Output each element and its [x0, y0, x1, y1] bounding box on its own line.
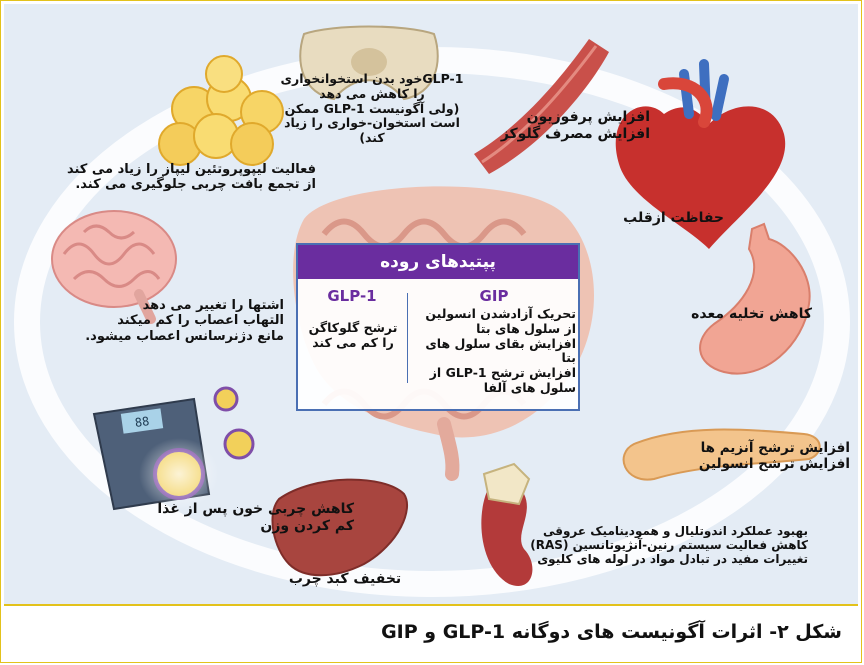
gip-effects: تحریک آزادشدن انسولیناز سلول های بتاافزا…: [410, 307, 576, 396]
bone-label: GLP-1خود بدن استخوانخواریرا کاهش می دهد(…: [266, 72, 478, 146]
stomach-label: کاهش تخلیه معده: [672, 306, 812, 323]
gut-peptides-box: پپتیدهای روده GLP-1 GIP ترشح گلوکاگنرا ک…: [296, 243, 580, 411]
figure-panel: 88 GLP-1خود بدن استخوانخواریرا کاهش می د…: [4, 4, 858, 606]
gut-peptides-title: پپتیدهای روده: [298, 245, 578, 279]
fat-label: فعالیت لیپوپروتئین لیپاز را زیاد می کندا…: [62, 162, 316, 193]
pancreas-label: افزایش ترشح آنزیم هاافزایش ترشح انسولین: [676, 441, 850, 473]
kidney-label: بهبود عملکرد اندوتلیال و همودینامیک عروق…: [502, 524, 808, 566]
glp1-heading: GLP-1: [298, 287, 406, 305]
liver-label: تخفیف کبد چرب: [278, 571, 412, 588]
brain-label: اشتها را تغییر می دهدالتهاب اعصاب را کم …: [24, 298, 284, 344]
heart-label: حفاظت ازقلب: [604, 210, 724, 227]
muscle-label: افزایش پرفوزیونافزایش مصرف گلوکز: [480, 109, 650, 142]
figure-caption: شکل ۲- اثرات آگونیست های دوگانه GLP-1 و …: [381, 621, 842, 643]
column-divider: [407, 293, 408, 383]
scale-label: کاهش چربی خون پس از غذاکم کردن وزن: [144, 501, 354, 534]
scale-display: 88: [134, 414, 150, 430]
glp1-effects: ترشح گلوکاگنرا کم می کند: [302, 321, 404, 351]
stomach-illustration: [700, 224, 810, 374]
gip-heading: GIP: [410, 287, 578, 305]
